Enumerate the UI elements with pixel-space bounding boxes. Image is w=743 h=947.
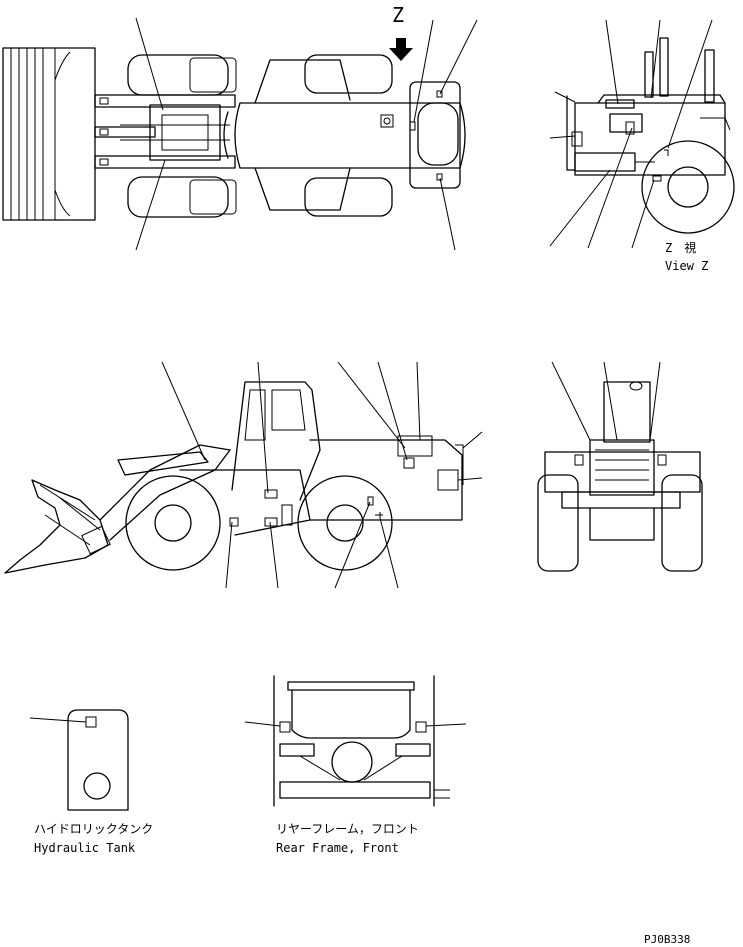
bucket-top	[2, 47, 96, 221]
view-z-label-jp: Z 視	[665, 240, 696, 255]
view-z-label-en: View Z	[665, 259, 708, 273]
top-view: Z	[2, 3, 478, 251]
rear-frame-label-en: Rear Frame, Front	[276, 841, 399, 855]
view-z-arrow: Z	[389, 3, 413, 61]
hydraulic-tank-detail: ハイドロリックタンク Hydraulic Tank	[29, 709, 153, 855]
frame-top	[223, 54, 466, 217]
top-view-leaders	[135, 17, 478, 251]
drawing-code: PJ0B338	[644, 933, 690, 946]
hydraulic-tank-label-jp: ハイドロリックタンク	[34, 822, 153, 836]
rear-frame-front-detail: リヤーフレーム，フロント Rear Frame, Front	[244, 675, 467, 855]
side-view	[4, 361, 483, 589]
hydraulic-tank-label-en: Hydraulic Tank	[34, 841, 136, 855]
view-z-marker: Z	[392, 3, 404, 27]
lift-arms-top	[94, 94, 236, 169]
front-tires-top	[127, 54, 237, 218]
view-z: Z 視 View Z	[549, 19, 735, 273]
rear-view	[537, 361, 703, 572]
rear-frame-label-jp: リヤーフレーム，フロント	[276, 822, 419, 836]
